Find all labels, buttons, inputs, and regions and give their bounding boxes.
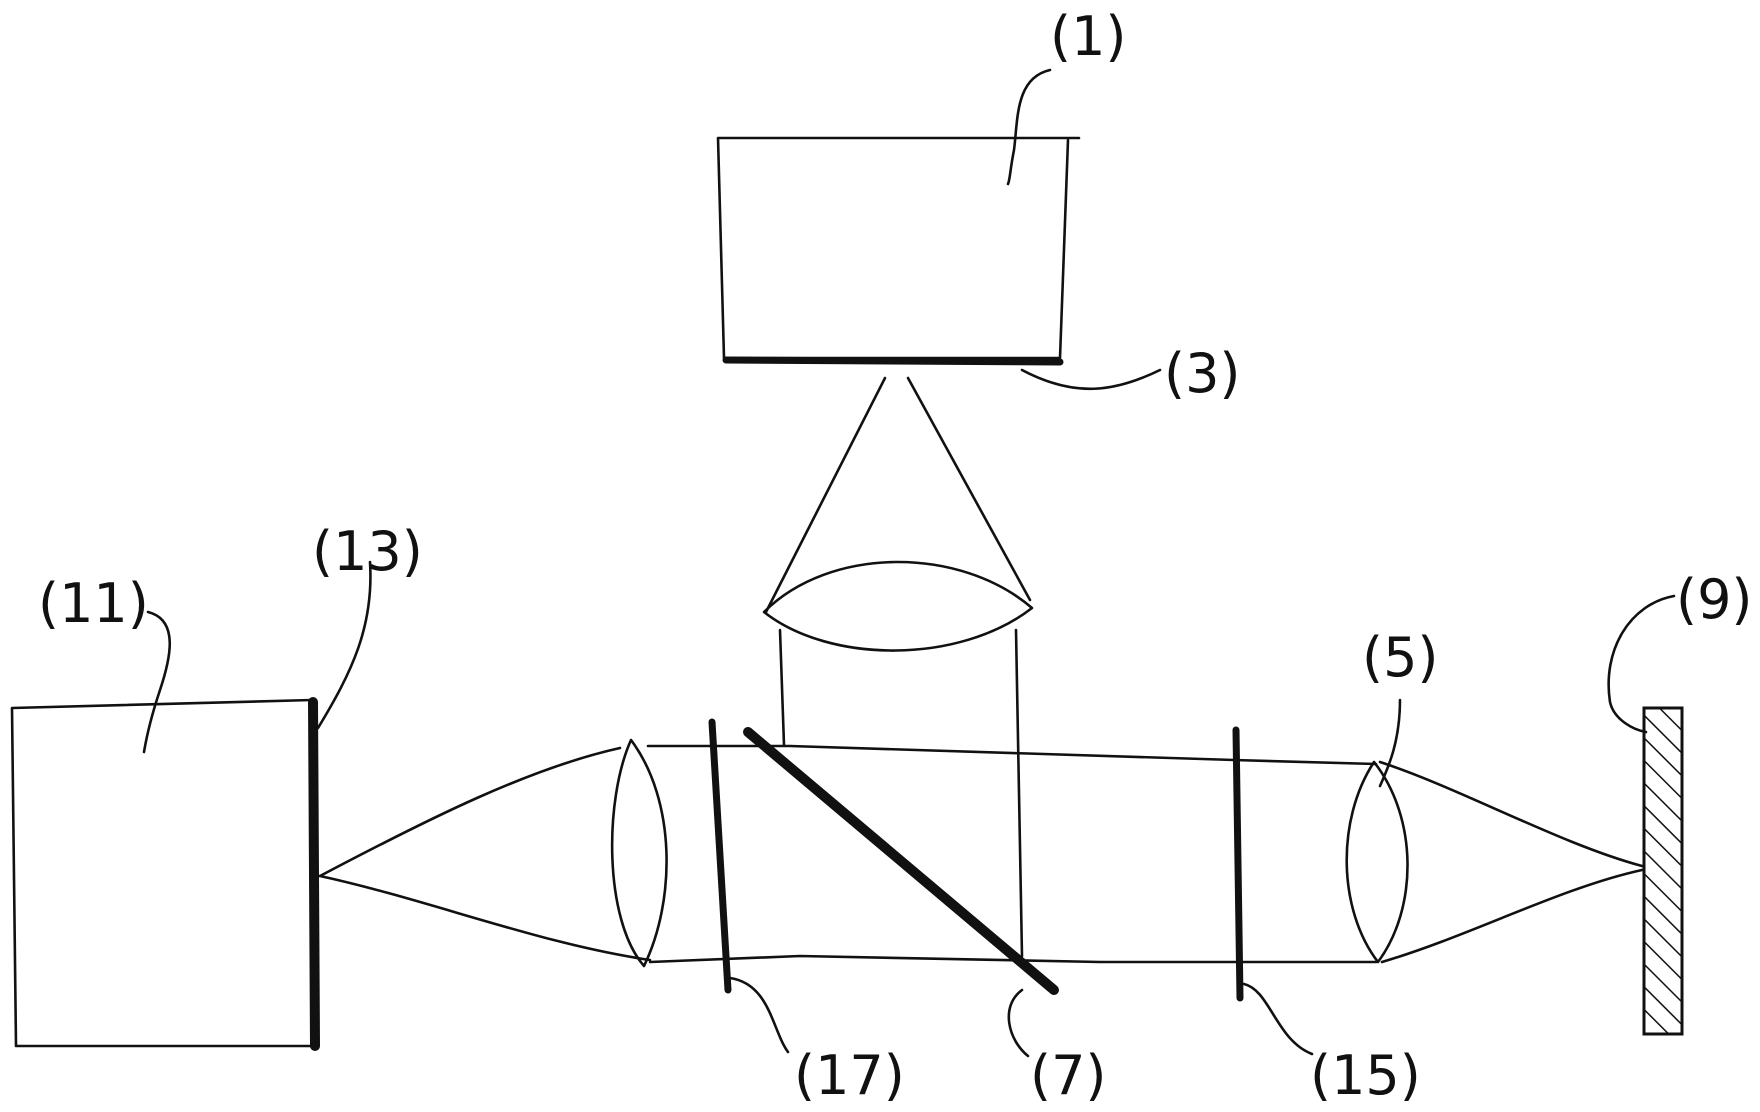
left-light-cone xyxy=(320,748,650,960)
leader-15 xyxy=(1244,984,1312,1054)
label-7: (7) xyxy=(1030,1044,1107,1107)
component-13-plate xyxy=(313,702,315,1046)
component-15-plate xyxy=(1236,730,1240,998)
leader-1 xyxy=(1008,70,1050,184)
label-15: (15) xyxy=(1310,1044,1421,1107)
label-17: (17) xyxy=(794,1044,905,1107)
upper-light-cone xyxy=(766,378,1030,612)
component-5-lens xyxy=(1347,762,1408,962)
component-3-plate xyxy=(726,360,1060,362)
component-17-plate xyxy=(712,722,728,990)
component-9-mirror xyxy=(1644,708,1682,1034)
label-3: (3) xyxy=(1164,342,1241,405)
upper-lens xyxy=(764,562,1032,651)
leader-13 xyxy=(318,562,370,728)
main-beam-top xyxy=(648,746,1376,764)
left-lens xyxy=(612,740,666,966)
label-13: (13) xyxy=(312,520,423,583)
component-11-box xyxy=(12,700,312,1046)
label-1: (1) xyxy=(1050,5,1127,68)
leader-3 xyxy=(1022,370,1160,389)
component-1-box xyxy=(718,138,1079,358)
leader-17 xyxy=(730,978,788,1052)
leader-7 xyxy=(1009,990,1028,1056)
component-7-beam-splitter xyxy=(748,732,1054,990)
label-5: (5) xyxy=(1362,626,1439,689)
right-light-cone xyxy=(1380,762,1642,962)
label-9: (9) xyxy=(1676,568,1753,631)
label-11: (11) xyxy=(38,572,149,635)
